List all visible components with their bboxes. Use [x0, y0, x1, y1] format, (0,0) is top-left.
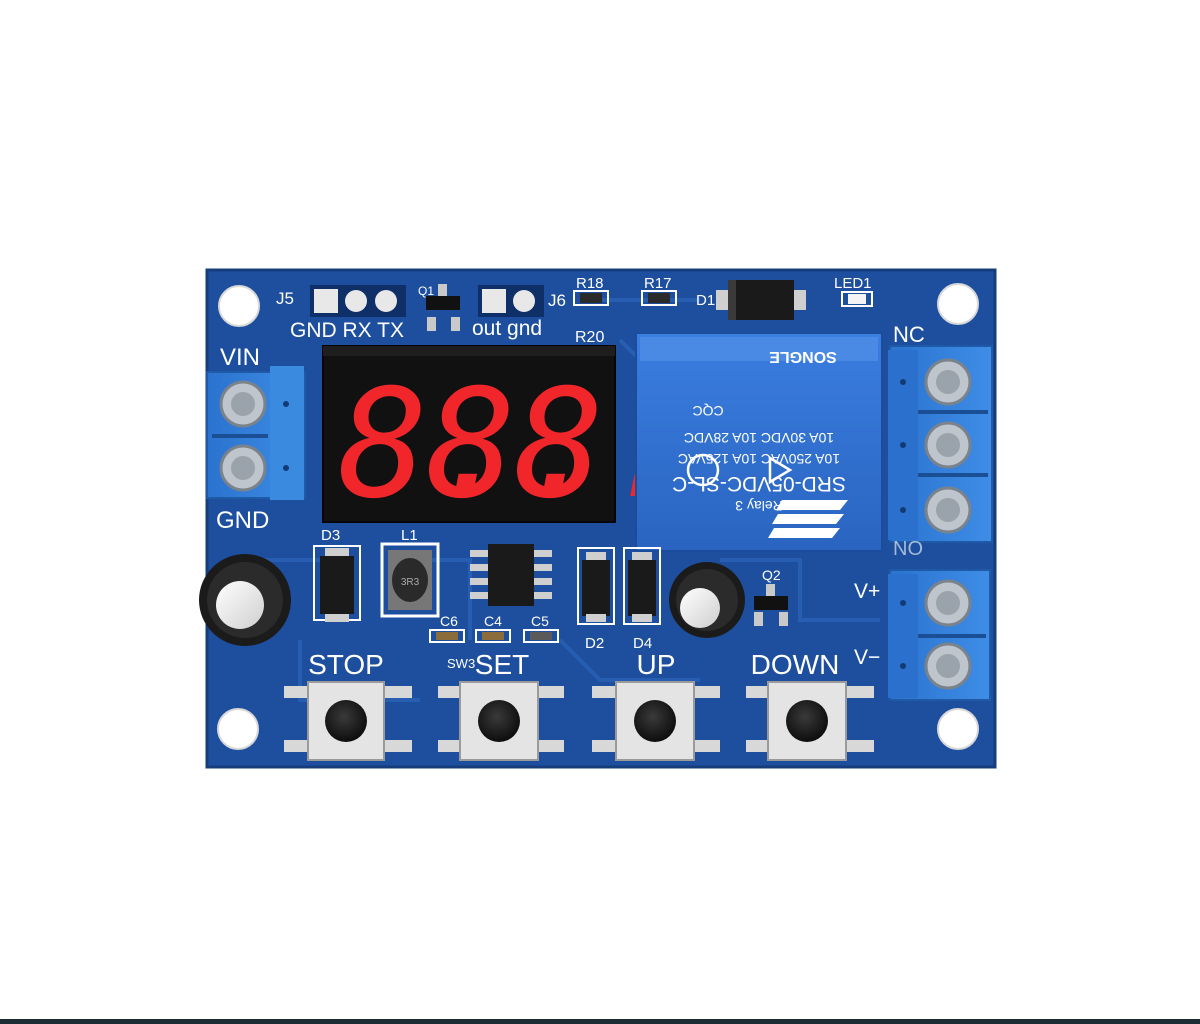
v-minus-label: V−	[854, 646, 880, 669]
l1-label: L1	[401, 527, 418, 544]
set-label: SET	[475, 649, 529, 680]
q2-transistor: Q2	[754, 567, 788, 626]
led1-label: LED1	[834, 275, 872, 292]
vin-label: VIN	[220, 344, 260, 371]
j5-label: J5	[276, 289, 294, 308]
relay-cert: CQC	[692, 403, 723, 419]
mounting-hole	[218, 285, 260, 327]
mounting-hole	[217, 708, 259, 750]
d2-diode: D2	[577, 547, 615, 652]
mounting-holes	[217, 283, 979, 750]
j6-label: J6	[548, 291, 566, 310]
d4-diode: D4	[623, 547, 661, 652]
d3-label: D3	[321, 527, 340, 544]
d1-diode: D1	[696, 280, 806, 320]
q1-label: Q1	[418, 284, 434, 298]
r20-label: R20	[575, 329, 604, 346]
c5-label: C5	[531, 613, 549, 629]
d4-label: D4	[633, 635, 652, 652]
mounting-hole	[937, 283, 979, 325]
no-label: NO	[893, 538, 923, 560]
display-digit: 8.	[426, 358, 607, 532]
smd-resistors: R18 R17 R20	[573, 275, 677, 346]
sw3-label: SW3	[447, 656, 475, 671]
j6-pin-labels: out gnd	[472, 317, 542, 340]
l1-inductor: L1 3R3	[380, 527, 440, 618]
set-button[interactable]	[438, 681, 564, 761]
ul-logo	[686, 453, 720, 487]
down-button-group: DOWN	[746, 649, 874, 761]
relay-brand: SONGLE	[769, 348, 837, 365]
c4-label: C4	[484, 613, 502, 629]
r18-label: R18	[576, 275, 604, 292]
relay: Relay 3 SRD-05VDC-SL-C 10A 250VAC 10A 12…	[635, 332, 883, 552]
down-button[interactable]	[746, 681, 874, 761]
d3-diode: D3	[313, 527, 361, 622]
j6-header: J6 out gnd	[472, 285, 566, 340]
stop-button[interactable]	[284, 681, 412, 761]
up-button[interactable]	[592, 681, 720, 761]
display-digit: 8.	[338, 358, 519, 532]
d2-label: D2	[585, 635, 604, 652]
j5-header: J5 GND RX TX	[276, 285, 406, 342]
q1-transistor: Q1	[418, 284, 460, 331]
gnd-label: GND	[216, 507, 269, 534]
q2-label: Q2	[762, 567, 781, 583]
relay-top-label: Relay 3	[735, 498, 783, 514]
relay-rating-1: 10A 250VAC 10A 125VAC	[678, 451, 840, 467]
up-button-group: UP	[592, 649, 720, 761]
relay-rating-2: 10A 30VDC 10A 28VDC	[684, 430, 834, 446]
small-capacitor	[669, 562, 745, 638]
d1-label: D1	[696, 292, 715, 309]
mounting-hole	[937, 708, 979, 750]
set-button-group: SW3 SET	[438, 649, 564, 761]
bottom-bar	[0, 1019, 1200, 1024]
down-label: DOWN	[751, 649, 840, 680]
c6-label: C6	[440, 613, 458, 629]
relay-terminal-block: NC NO	[888, 322, 993, 560]
ic-chip	[470, 544, 552, 606]
up-label: UP	[637, 649, 676, 680]
led1: LED1	[834, 275, 873, 307]
stop-button-group: STOP	[284, 649, 412, 761]
r17-label: R17	[644, 275, 672, 292]
left-capacitor	[199, 554, 291, 646]
power-output-terminal-block: V+ V−	[854, 569, 991, 701]
vin-terminal-block: VIN GND	[206, 344, 306, 534]
smd-capacitors: C6 C4 C5	[429, 613, 559, 643]
ce-triangle	[768, 455, 793, 485]
stop-label: STOP	[308, 649, 384, 680]
nc-label: NC	[893, 322, 925, 347]
j5-pin-labels: GND RX TX	[290, 319, 404, 342]
v-plus-label: V+	[854, 580, 880, 603]
inductor-marking: 3R3	[401, 577, 420, 588]
songle-logo	[768, 500, 848, 538]
